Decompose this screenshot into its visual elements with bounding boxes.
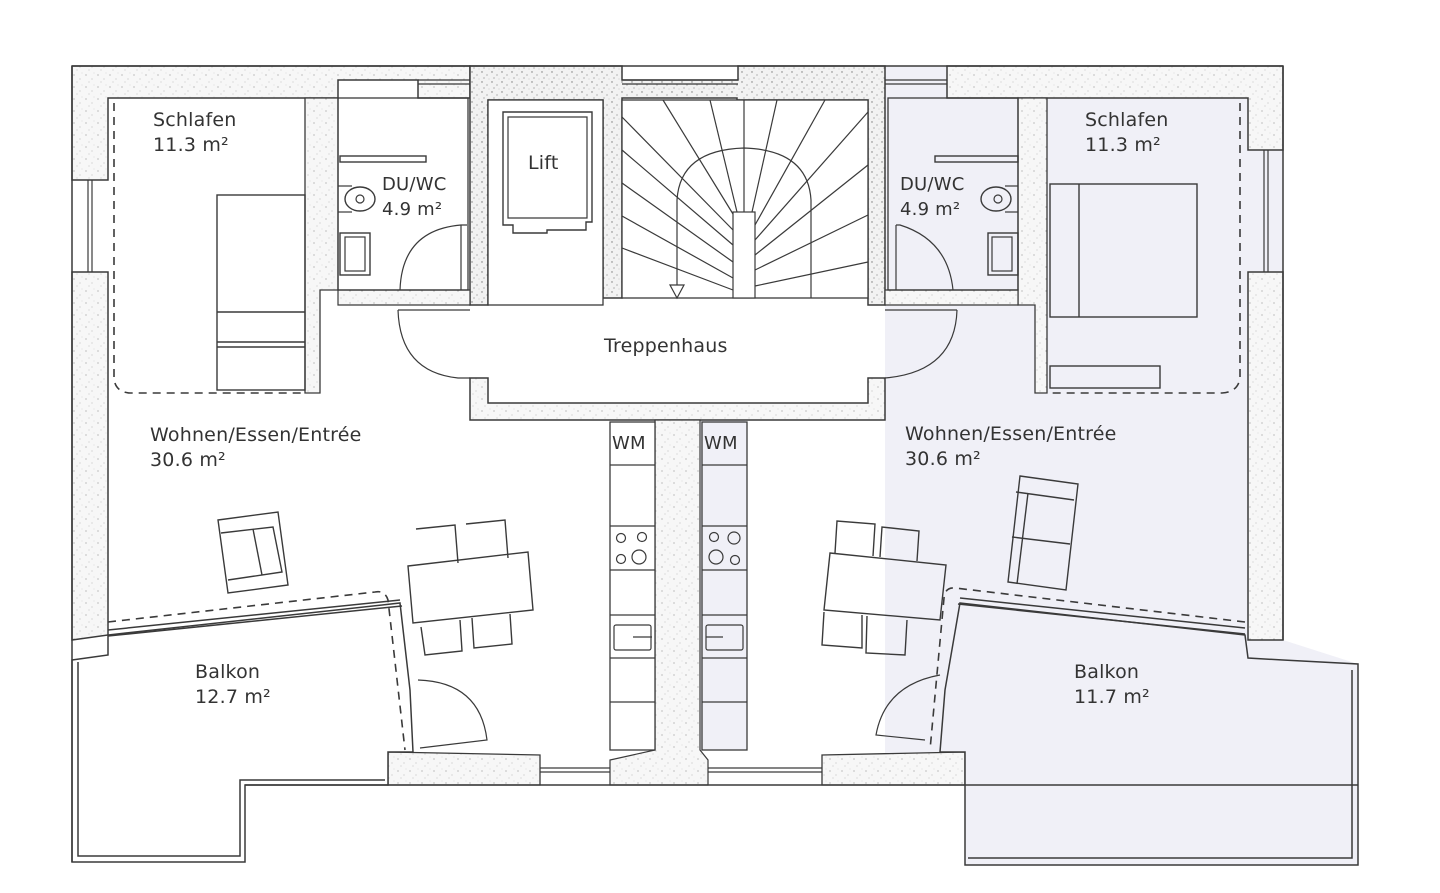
room-label-balcony-left: Balkon 12.7 m² [195, 660, 271, 710]
dining-left [407, 519, 534, 656]
room-name: Wohnen/Essen/Entrée [905, 423, 1117, 445]
room-area: 4.9 m² [382, 199, 443, 220]
bathroom-left-fixtures [337, 97, 469, 291]
room-name: DU/WC [382, 174, 447, 195]
room-label-bathroom-right: DU/WC 4.9 m² [900, 172, 964, 222]
room-label-lift: Lift [528, 151, 558, 176]
bed-left [216, 194, 306, 391]
outer-frame [71, 65, 1358, 862]
room-area: 11.7 m² [1074, 686, 1150, 708]
room-label-bedroom-left: Schlafen 11.3 m² [153, 108, 237, 158]
room-name: Balkon [195, 661, 261, 683]
balcony-dashed-lines [107, 587, 1246, 751]
room-label-stairwell: Treppenhaus [604, 334, 728, 359]
room-name: Balkon [1074, 661, 1140, 683]
room-label-living-left: Wohnen/Essen/Entrée 30.6 m² [150, 423, 362, 473]
room-name: Lift [528, 152, 559, 174]
lift-shaft [487, 99, 604, 306]
sofa-right [1007, 475, 1079, 591]
room-area: 12.7 m² [195, 686, 271, 708]
room-label-balcony-right: Balkon 11.7 m² [1074, 660, 1150, 710]
room-label-bathroom-left: DU/WC 4.9 m² [382, 172, 446, 222]
room-name: Treppenhaus [604, 335, 728, 357]
staircase [621, 99, 869, 300]
exterior-walls [71, 65, 1284, 786]
balcony-right-outline [939, 602, 1359, 866]
doors [397, 224, 958, 749]
room-name: Schlafen [153, 109, 237, 131]
room-area: 30.6 m² [905, 448, 981, 470]
bed-right [1049, 183, 1198, 389]
room-name: DU/WC [900, 174, 965, 195]
room-label-bedroom-right: Schlafen 11.3 m² [1085, 108, 1169, 158]
room-label-living-right: Wohnen/Essen/Entrée 30.6 m² [905, 422, 1117, 472]
kitchen-left [609, 421, 656, 751]
windows [87, 79, 1269, 773]
bedroom-dashed-lines [113, 103, 1241, 394]
washer-label-left: WM [612, 433, 646, 454]
dining-right [821, 520, 947, 656]
kitchen-right [701, 421, 748, 751]
washer-label-right: WM [704, 433, 738, 454]
room-area: 4.9 m² [900, 199, 961, 220]
room-area: 11.3 m² [1085, 134, 1161, 156]
room-area: 30.6 m² [150, 449, 226, 471]
balcony-left-outline [71, 602, 414, 863]
room-name: Wohnen/Essen/Entrée [150, 424, 362, 446]
room-name: Schlafen [1085, 109, 1169, 131]
room-area: 11.3 m² [153, 134, 229, 156]
armchair-left [217, 511, 289, 594]
